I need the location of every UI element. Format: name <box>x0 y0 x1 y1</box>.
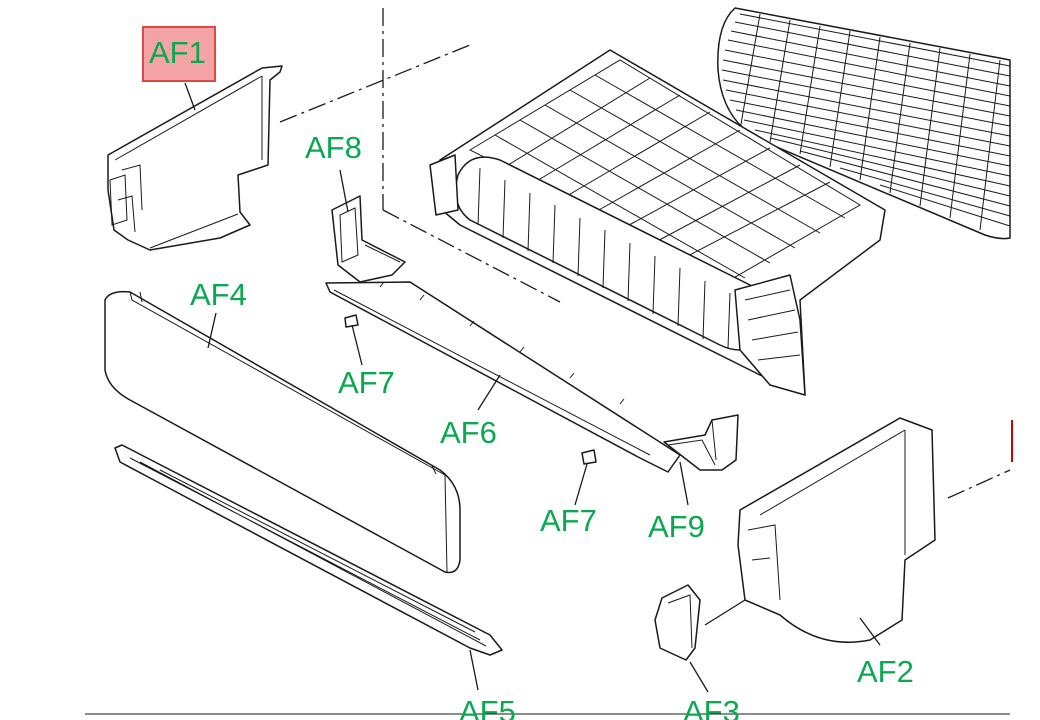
label-af7-upper: AF7 <box>338 365 395 400</box>
part-af7b-drawing <box>581 449 597 465</box>
heat-exchanger-coil <box>717 7 1011 240</box>
label-af3: AF3 <box>683 694 740 720</box>
part-af6-drawing <box>325 281 681 473</box>
part-labels: AF1 AF8 AF4 AF7 AF6 AF7 AF9 AF2 AF5 AF3 <box>142 26 914 720</box>
leader-lines <box>184 82 881 693</box>
main-chassis <box>429 49 886 396</box>
label-af7-lower: AF7 <box>540 503 597 538</box>
part-af3-drawing <box>654 584 701 661</box>
part-af4-drawing <box>104 290 461 574</box>
label-af9: AF9 <box>648 509 705 544</box>
label-af4: AF4 <box>190 277 247 312</box>
label-af5: AF5 <box>459 694 516 720</box>
part-af5-drawing <box>114 444 503 656</box>
assembly-guide-lines <box>279 8 1011 499</box>
label-af1: AF1 <box>149 35 206 70</box>
part-af9-drawing <box>663 414 739 471</box>
part-af2-drawing <box>737 417 936 643</box>
label-af2: AF2 <box>857 654 914 689</box>
label-af6: AF6 <box>440 415 497 450</box>
part-af8-drawing <box>331 195 406 283</box>
part-af7a-drawing <box>344 314 359 328</box>
label-af8: AF8 <box>305 130 362 165</box>
part-af1-drawing <box>107 65 283 251</box>
af1-highlight-box <box>142 26 216 82</box>
